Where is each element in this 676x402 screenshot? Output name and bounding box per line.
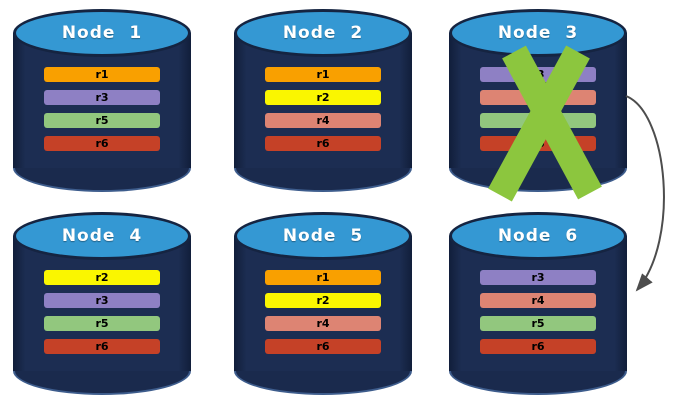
partition-list: r1 r2 r4 r6 — [234, 270, 412, 362]
partition-list: r3 r4 r5 r6 — [449, 270, 627, 362]
partition-bar-r2: r2 — [265, 293, 381, 308]
node-title: Node 2 — [282, 23, 364, 43]
node-title: Node 6 — [497, 226, 579, 246]
partition-bar-r6: r6 — [44, 339, 160, 354]
partition-bar-r6: r6 — [265, 339, 381, 354]
node-title: Node 1 — [61, 23, 143, 43]
node-title: Node 5 — [282, 226, 364, 246]
partition-bar-r4: r4 — [265, 113, 381, 128]
curved-arrow-icon — [625, 95, 665, 292]
partition-bar-r5: r5 — [480, 316, 596, 331]
node-title: Node 3 — [497, 23, 579, 43]
node-6: Node 6 r3 r4 r5 r6 — [449, 212, 627, 395]
partition-list: r1 r3 r5 r6 — [13, 67, 191, 159]
cylinder-top: Node 5 — [234, 212, 412, 260]
partition-list: r2 r3 r5 r6 — [13, 270, 191, 362]
partition-bar-r3: r3 — [44, 90, 160, 105]
partition-bar-r3: r3 — [44, 293, 160, 308]
partition-bar-r5: r5 — [44, 316, 160, 331]
node-title: Node 4 — [61, 226, 143, 246]
node-4: Node 4 r2 r3 r5 r6 — [13, 212, 191, 395]
partition-bar-r2: r2 — [44, 270, 160, 285]
cylinder-top: Node 4 — [13, 212, 191, 260]
partition-list: r3 r4 r5 r6 — [449, 67, 627, 159]
partition-bar-r6: r6 — [480, 136, 596, 151]
partition-bar-r6: r6 — [44, 136, 160, 151]
cylinder-top: Node 3 — [449, 9, 627, 57]
node-1: Node 1 r1 r3 r5 r6 — [13, 9, 191, 192]
partition-bar-r4: r4 — [480, 293, 596, 308]
partition-bar-r2: r2 — [265, 90, 381, 105]
partition-bar-r4: r4 — [265, 316, 381, 331]
partition-bar-r1: r1 — [44, 67, 160, 82]
cylinder-top: Node 2 — [234, 9, 412, 57]
partition-bar-r3: r3 — [480, 270, 596, 285]
partition-bar-r1: r1 — [265, 67, 381, 82]
partition-bar-r1: r1 — [265, 270, 381, 285]
partition-bar-r4: r4 — [480, 90, 596, 105]
cylinder-top: Node 1 — [13, 9, 191, 57]
partition-bar-r5: r5 — [480, 113, 596, 128]
node-2: Node 2 r1 r2 r4 r6 — [234, 9, 412, 192]
partition-bar-r6: r6 — [265, 136, 381, 151]
partition-bar-r6: r6 — [480, 339, 596, 354]
cylinder-top: Node 6 — [449, 212, 627, 260]
node-3: Node 3 r3 r4 r5 r6 — [449, 9, 627, 192]
partition-bar-r3: r3 — [480, 67, 596, 82]
node-5: Node 5 r1 r2 r4 r6 — [234, 212, 412, 395]
partition-list: r1 r2 r4 r6 — [234, 67, 412, 159]
partition-bar-r5: r5 — [44, 113, 160, 128]
